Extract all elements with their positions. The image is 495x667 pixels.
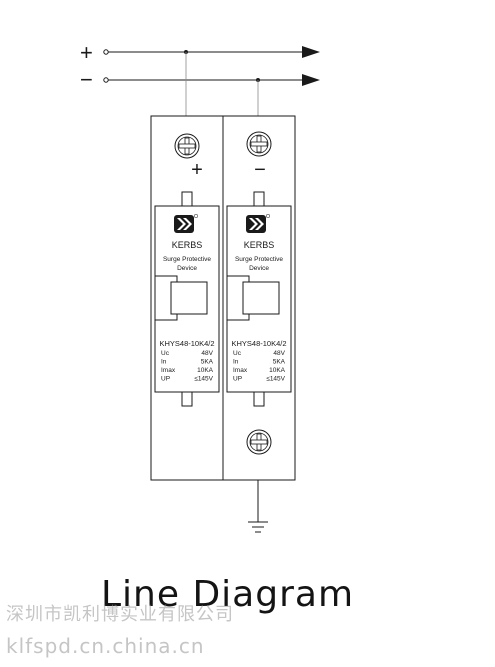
spec-value: 48V — [201, 350, 213, 357]
spec-label: Imax — [233, 367, 248, 374]
device-type-line2: Device — [249, 265, 269, 272]
spec-value: 5KA — [273, 359, 286, 366]
status-window — [170, 281, 208, 315]
top-connector-tab — [253, 191, 265, 207]
bottom-connector-tab — [181, 391, 193, 407]
watermark-url: klfspd.cn.china.cn — [6, 634, 205, 658]
spd-module-positive: + KERBS Surge ProtectiveDeviceKHYS48-10K4/… — [150, 115, 224, 481]
spd-module-negative: − KERBS Surge ProtectiveDeviceKHYS48-10K4/… — [222, 115, 296, 481]
terminal-screw-bottom-icon — [246, 429, 272, 455]
spec-value: ≤145V — [194, 376, 213, 383]
positive-line: + — [80, 40, 320, 65]
negative-sign: − — [80, 67, 93, 92]
positive-sign: + — [80, 40, 93, 65]
spec-label: In — [161, 359, 167, 366]
diagram-title: Line Diagram — [100, 574, 355, 615]
bottom-connector-tab — [253, 391, 265, 407]
spec-label: In — [233, 359, 239, 366]
spec-value: 10KA — [197, 367, 214, 374]
negative-line: − — [80, 67, 320, 92]
model-number: KHYS48-10K4/2 — [159, 339, 214, 348]
brand-name: KERBS — [244, 240, 275, 250]
spec-label: UP — [233, 376, 242, 383]
brand-name: KERBS — [172, 240, 203, 250]
terminal-screw-top-icon — [246, 131, 272, 157]
ground-symbol-icon — [248, 480, 268, 533]
spec-label: Uc — [161, 350, 170, 357]
spec-label: Uc — [233, 350, 242, 357]
negative-arrow-icon — [302, 74, 320, 86]
brand-logo-icon — [174, 213, 199, 233]
polarity-label: + — [191, 159, 203, 181]
top-connector-tab — [181, 191, 193, 207]
spec-value: 10KA — [269, 367, 286, 374]
device-type-line1: Surge Protective — [163, 256, 211, 263]
status-window — [242, 281, 280, 315]
terminal-screw-top-icon — [174, 133, 200, 159]
spec-value: 48V — [273, 350, 285, 357]
spec-value: ≤145V — [266, 376, 285, 383]
device-type-line1: Surge Protective — [235, 256, 283, 263]
brand-logo-icon — [246, 213, 271, 233]
spec-label: UP — [161, 376, 170, 383]
watermark-company: 深圳市凯利博实业有限公司 — [6, 604, 234, 625]
positive-arrow-icon — [302, 46, 320, 58]
polarity-label: − — [254, 159, 266, 181]
spec-value: 5KA — [201, 359, 214, 366]
device-type-line2: Device — [177, 265, 197, 272]
model-number: KHYS48-10K4/2 — [231, 339, 286, 348]
spec-label: Imax — [161, 367, 176, 374]
